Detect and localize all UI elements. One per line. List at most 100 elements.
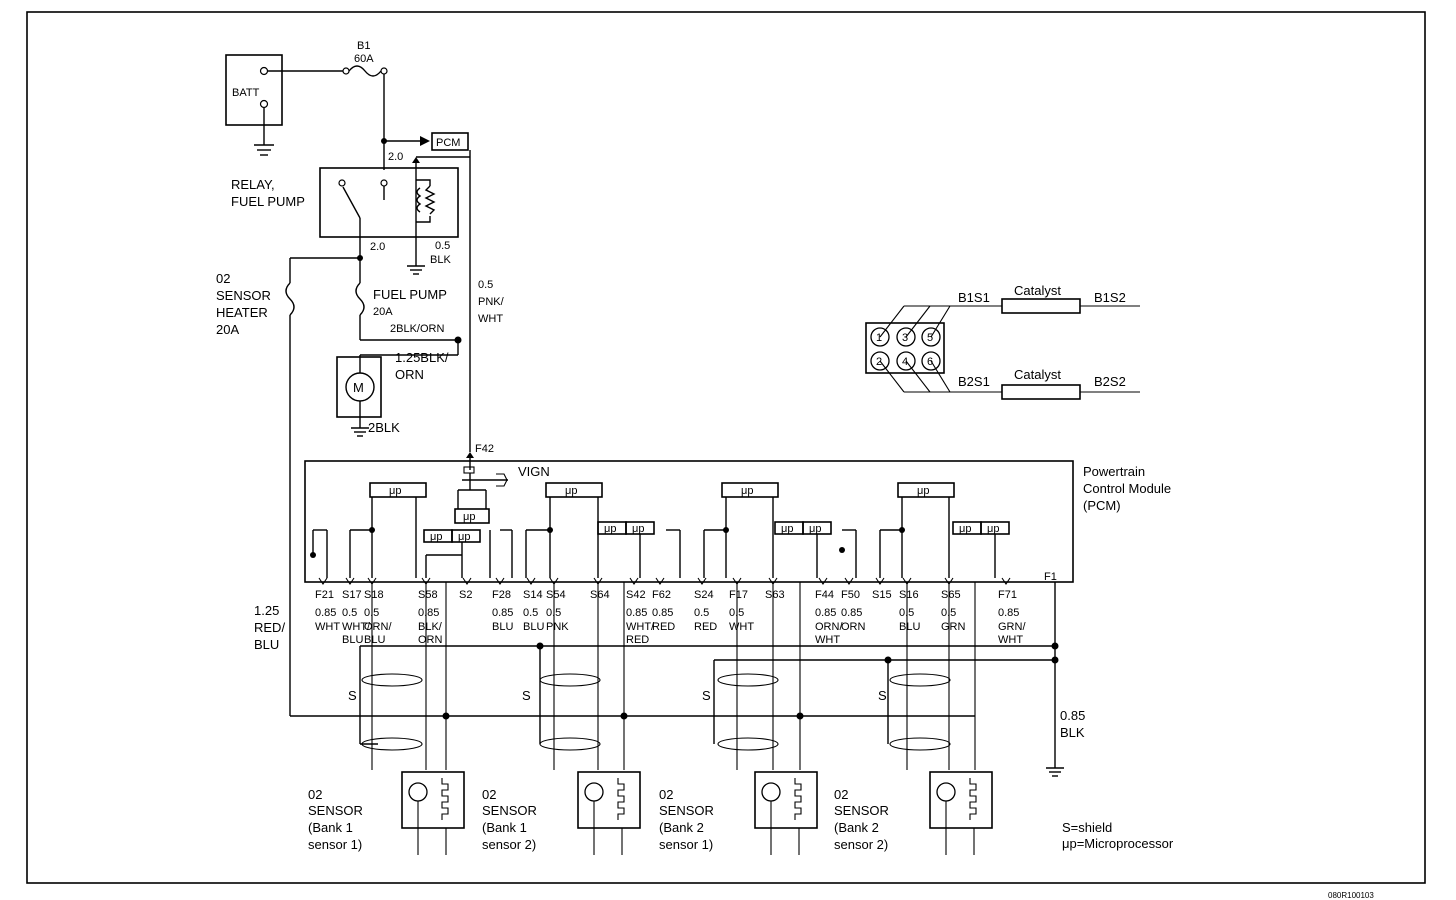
- pin-id: F28: [492, 589, 511, 601]
- pin-id: S14: [523, 589, 543, 601]
- sensor3-l1: 02: [659, 787, 673, 802]
- pin-id: S58: [418, 589, 438, 601]
- pcm-mp-h4a: μp: [959, 523, 971, 535]
- cylinder-label: 6: [927, 356, 933, 368]
- sensor2-l1: 02: [482, 787, 496, 802]
- motor-ground: 2BLK: [368, 420, 400, 435]
- fuse-pump-l1: FUEL PUMP: [373, 287, 447, 302]
- pcm-mp-h4b: μp: [987, 523, 999, 535]
- cat-bottom-right: B2S2: [1094, 374, 1126, 389]
- pin-F21: [318, 577, 328, 585]
- pcm-ground-pin: F1: [1044, 571, 1057, 583]
- pcm-mp-1: μp: [389, 485, 401, 497]
- relay-label-2: FUEL PUMP: [231, 194, 305, 209]
- sensor3-l2: SENSOR: [659, 803, 714, 818]
- cylinder-label: 5: [927, 332, 933, 344]
- doc-code: 080R100103: [1328, 891, 1374, 900]
- pcm-mp-3: μp: [741, 485, 753, 497]
- pnk-wire-gauge: 0.5: [478, 279, 493, 291]
- pin-color: WHT/: [342, 621, 371, 633]
- relay-in-wire: 2.0: [388, 151, 403, 163]
- shield-ellipse: [717, 673, 779, 687]
- fuse-o2-l1: 02: [216, 271, 230, 286]
- fuse-pump-wire: 2BLK/ORN: [390, 323, 444, 335]
- pin-id: S18: [364, 589, 384, 601]
- pcm-title-3: (PCM): [1083, 498, 1121, 513]
- pin-color: BLU: [342, 634, 363, 646]
- heater-wire-gauge: 1.25: [254, 603, 279, 618]
- pin-id: S17: [342, 589, 362, 601]
- pin-color: WHT/: [626, 621, 655, 633]
- cat-top-label: Catalyst: [1014, 283, 1061, 298]
- sensor1-l3: (Bank 1: [308, 820, 353, 835]
- pin-color: PNK: [546, 621, 569, 633]
- fuse-o2-l2: SENSOR: [216, 288, 271, 303]
- pin-gauge: 0.85: [626, 607, 647, 619]
- heater-wire-color2: BLU: [254, 637, 279, 652]
- pin-color: WHT: [815, 634, 840, 646]
- sensor-element-icon: [408, 782, 428, 802]
- motor-wire-2: ORN: [395, 367, 424, 382]
- shield-mark-3: S: [702, 688, 711, 703]
- sensor2-l3: (Bank 1: [482, 820, 527, 835]
- legend-mp: μp=Microprocessor: [1062, 836, 1174, 851]
- pin-gauge: 0.85: [492, 607, 513, 619]
- cylinder-label: 4: [902, 356, 908, 368]
- sensor4-l1: 02: [834, 787, 848, 802]
- pin-S17: [345, 577, 355, 585]
- pin-color: RED: [694, 621, 717, 633]
- relay-ground-color: BLK: [430, 254, 451, 266]
- pin-id: S65: [941, 589, 961, 601]
- shield-ellipse: [717, 737, 779, 751]
- relay-ground-gauge: 0.5: [435, 240, 450, 252]
- pnk-wire-color2: WHT: [478, 313, 503, 325]
- pin-id: S24: [694, 589, 714, 601]
- sensor-element-icon: [584, 782, 604, 802]
- pin-id: F44: [815, 589, 834, 601]
- diagram-frame: [26, 11, 1426, 884]
- pin-gauge: 0.85: [998, 607, 1019, 619]
- heater-wire-color1: RED/: [254, 620, 285, 635]
- o2-sensor-1: [401, 771, 465, 829]
- fuse-o2-l3: HEATER: [216, 305, 268, 320]
- pin-color: ORN: [418, 634, 443, 646]
- pcm-feed-pin: F42: [475, 443, 494, 455]
- heater-element-icon: [969, 778, 977, 820]
- cat-top-right: B1S2: [1094, 290, 1126, 305]
- pin-color: ORN: [841, 621, 866, 633]
- cat-bottom-label: Catalyst: [1014, 367, 1061, 382]
- pin-color: GRN: [941, 621, 966, 633]
- pin-gauge: 0.85: [315, 607, 336, 619]
- pin-gauge: 0.85: [652, 607, 673, 619]
- sensor-element-icon: [761, 782, 781, 802]
- pin-color: RED: [652, 621, 675, 633]
- pin-color: GRN/: [998, 621, 1026, 633]
- pin-color: WHT: [998, 634, 1023, 646]
- fuel-pump-relay: RELAY, FUEL PUMP: [231, 160, 459, 238]
- shield-ellipse: [889, 737, 951, 751]
- sensor4-l3: (Bank 2: [834, 820, 879, 835]
- pcm-module: Powertrain Control Module (PCM) F1 VIGN …: [304, 452, 1171, 583]
- pin-S15: [875, 577, 885, 585]
- pcm-tag-label: PCM: [436, 137, 460, 149]
- pin-color: WHT: [315, 621, 340, 633]
- pin-color: ORN/: [815, 621, 843, 633]
- pin-gauge: 0.85: [841, 607, 862, 619]
- pin-id: S16: [899, 589, 919, 601]
- pin-color: BLU: [364, 634, 385, 646]
- sensor1-l4: sensor 1): [308, 837, 362, 852]
- sensor3-l3: (Bank 2: [659, 820, 704, 835]
- shield-ellipse: [361, 673, 423, 687]
- sensor-harness: [290, 582, 1064, 777]
- shield-ellipse: [539, 737, 601, 751]
- pin-id: S15: [872, 589, 892, 601]
- pin-id: S2: [459, 589, 472, 601]
- pcm-mp-h3b: μp: [809, 523, 821, 535]
- pin-color: WHT: [729, 621, 754, 633]
- cylinder-label: 3: [902, 332, 908, 344]
- pin-id: F21: [315, 589, 334, 601]
- o2-sensor-3: [754, 771, 818, 829]
- shield-ellipse: [539, 673, 601, 687]
